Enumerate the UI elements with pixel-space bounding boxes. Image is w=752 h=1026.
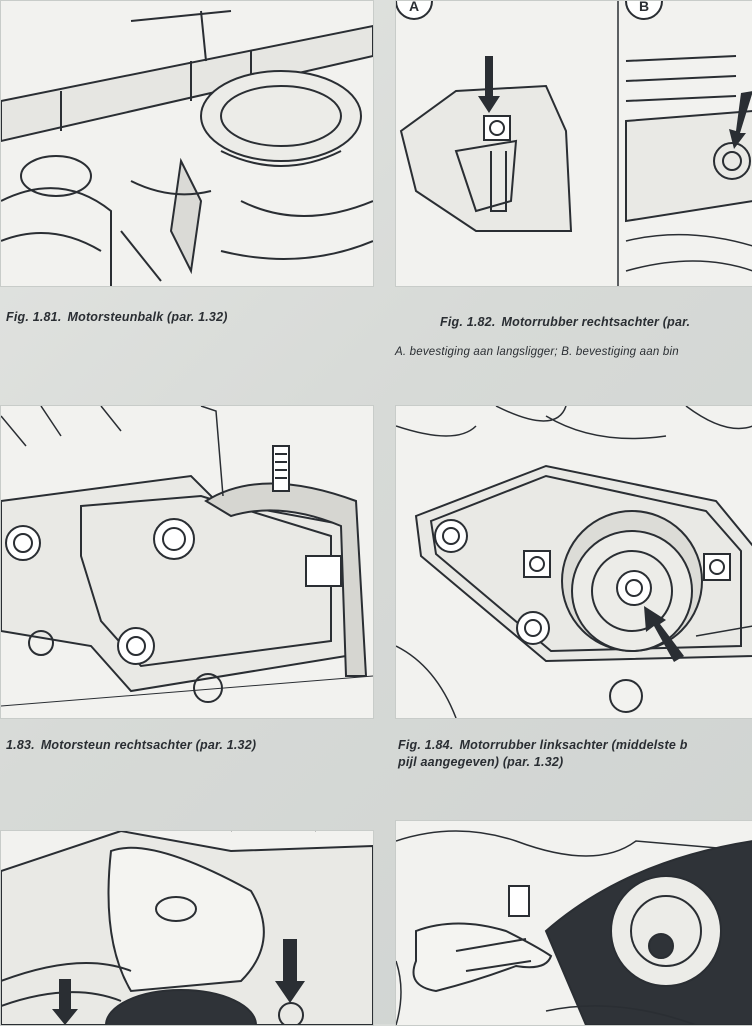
lower-right-mount-drawing	[396, 830, 752, 1025]
figure-1-84-illustration	[395, 405, 752, 719]
figure-number: Fig. 1.81.	[6, 310, 62, 324]
figure-1-84-caption-line2: pijl aangegeven) (par. 1.32)	[398, 755, 564, 769]
rear-right-mount-drawing: A B	[396, 1, 752, 286]
figure-1-82-subcaption: A. bevestiging aan langsligger; B. beves…	[395, 346, 679, 358]
lower-left-mount-drawing	[1, 831, 373, 1025]
figure-title: Motorsteun rechtsachter (par. 1.32)	[40, 738, 257, 752]
figure-title: Motorrubber rechtsachter (par.	[501, 315, 691, 329]
figure-1-83-caption: 1.83. Motorsteun rechtsachter (par. 1.32)	[6, 738, 256, 752]
figure-1-83-illustration	[0, 405, 374, 719]
figure-1-81-illustration	[0, 0, 374, 287]
figure-1-84-caption: Fig. 1.84. Motorrubber linksachter (midde…	[398, 738, 688, 752]
figure-title: Motorsteunbalk (par. 1.32)	[67, 310, 228, 324]
figure-number: Fig. 1.82.	[440, 315, 496, 329]
figure-bottom-right-illustration	[395, 820, 752, 1026]
rear-right-engine-support-drawing	[1, 406, 373, 707]
engine-support-beam-drawing	[1, 10, 373, 286]
figure-1-82-illustration: A B	[395, 0, 752, 287]
figure-label-a: A	[409, 1, 419, 14]
rear-left-mount-drawing	[396, 406, 752, 718]
figure-1-82-caption: Fig. 1.82. Motorrubber rechtsachter (par.	[440, 315, 690, 329]
figure-title: Motorrubber linksachter (middelste b	[459, 738, 688, 752]
figure-number: 1.83.	[6, 738, 35, 752]
figure-1-81-caption: Fig. 1.81. Motorsteunbalk (par. 1.32)	[6, 310, 228, 324]
figure-label-b: B	[639, 1, 649, 14]
figure-number: Fig. 1.84.	[398, 738, 454, 752]
figure-bottom-left-illustration	[0, 830, 374, 1026]
